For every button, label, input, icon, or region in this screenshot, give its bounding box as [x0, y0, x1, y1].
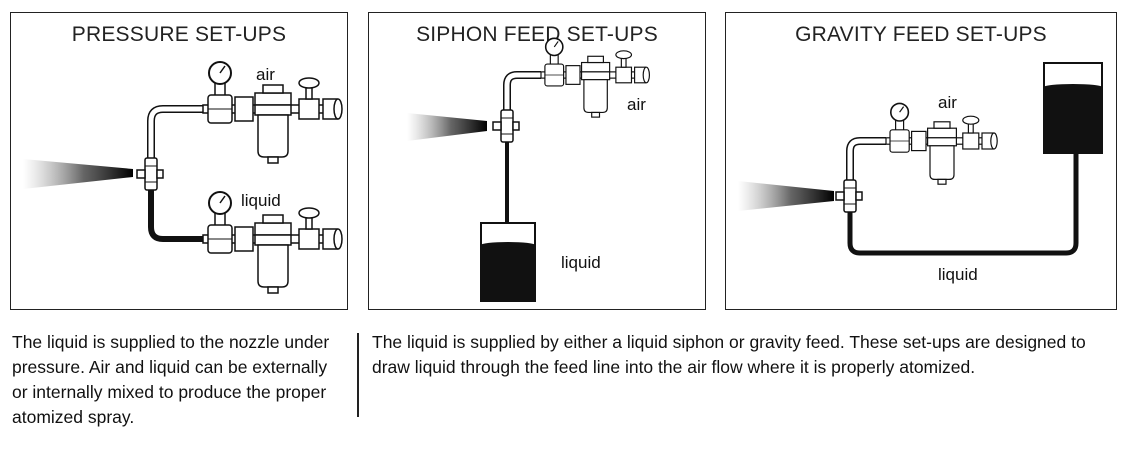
air-label: air [256, 65, 275, 84]
spray-cone [738, 181, 834, 211]
liquid-label: liquid [561, 253, 601, 272]
air-label: air [938, 93, 957, 112]
pressure-setups-panel: PRESSURE SET-UPS air liquid [10, 12, 348, 310]
liquid-container [480, 222, 536, 302]
air-feed-line [503, 71, 541, 111]
liquid-label: liquid [241, 191, 281, 210]
gravity-setup-diagram [738, 62, 1103, 256]
siphon-gravity-description: The liquid is supplied by either a liqui… [372, 332, 1086, 377]
siphon-feed-panel: SIPHON FEED SET-UPS air liquid [368, 12, 706, 310]
liquid-feed-line [847, 153, 1079, 256]
description-divider [357, 333, 359, 417]
spray-cone [23, 159, 133, 189]
panel-title: PRESSURE SET-UPS [71, 23, 287, 46]
spray-cone [407, 113, 487, 141]
gravity-feed-panel: GRAVITY FEED SET-UPS air liquid [725, 12, 1117, 310]
air-feed-line [147, 105, 203, 159]
liquid-tank [1043, 62, 1103, 154]
pressure-description: The liquid is supplied to the nozzle und… [12, 332, 330, 427]
liquid-feed-line [148, 189, 203, 242]
liquid-label: liquid [938, 265, 978, 284]
panel-title: SIPHON FEED SET-UPS [416, 23, 658, 46]
panel-title: GRAVITY FEED SET-UPS [795, 23, 1047, 46]
pressure-setup-diagram [23, 61, 343, 294]
air-feed-line [846, 137, 886, 181]
air-regulator-assembly [885, 102, 999, 185]
air-label: air [627, 95, 646, 114]
siphon-setup-diagram [407, 37, 651, 302]
